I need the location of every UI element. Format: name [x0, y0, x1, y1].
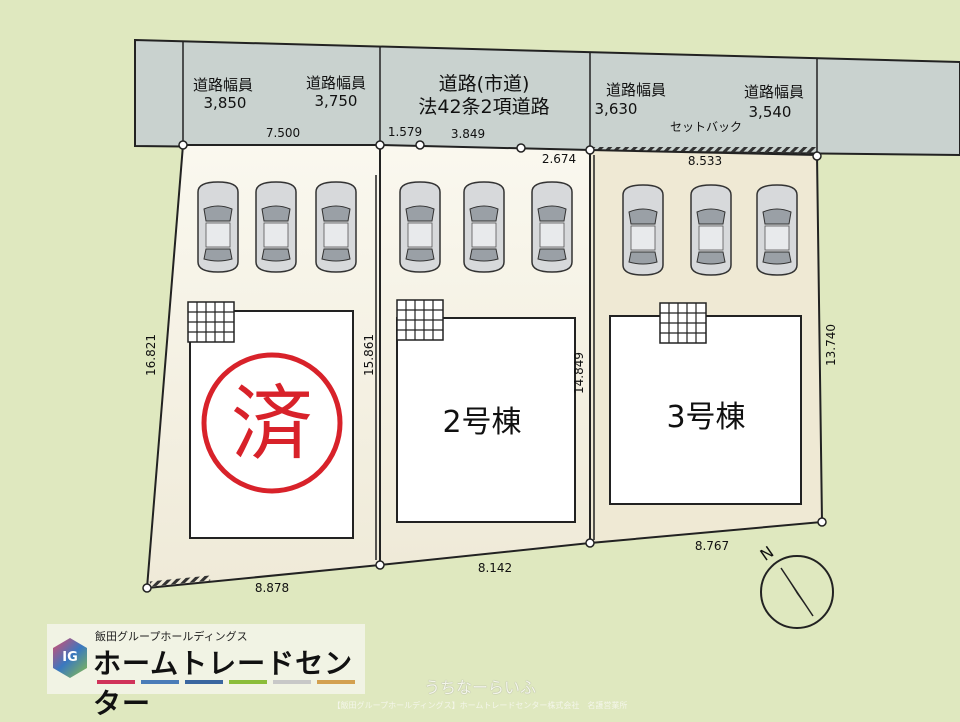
dimension: 8.142 — [478, 561, 512, 575]
road-width-value: 3,850 — [204, 94, 247, 112]
road-width-label: 道路幅員 — [606, 81, 666, 99]
logo-color-bars — [97, 680, 355, 684]
road-width-value: 3,540 — [749, 103, 792, 121]
dimension: 15.861 — [362, 334, 376, 376]
lot-2-label: 2号棟 — [442, 405, 521, 440]
road-width-value: 3,630 — [595, 100, 638, 118]
road-title: 道路(市道) — [439, 73, 530, 95]
dimension: 8.767 — [695, 539, 729, 553]
dimension: 7.500 — [266, 126, 300, 140]
dimension: 8.878 — [255, 581, 289, 595]
road-width-label: 道路幅員 — [193, 76, 253, 94]
road-width-label: 道路幅員 — [306, 74, 366, 92]
dimension: 1.579 — [388, 125, 422, 139]
setback-label: セットバック — [670, 120, 742, 134]
logo-company-name: ホームトレードセンター — [93, 647, 354, 720]
dimension: 16.821 — [144, 334, 158, 376]
footer-credit: 【飯田グループホールディングス】ホームトレードセンター株式会社 名護営業所 — [332, 701, 628, 710]
compass-label: N — [756, 542, 777, 564]
lot-3-label: 3号棟 — [666, 400, 745, 435]
dimension: 13.740 — [824, 324, 838, 366]
road — [134, 38, 960, 157]
house-2 — [396, 317, 576, 523]
house-1 — [189, 310, 354, 539]
sold-stamp-text: 済 — [231, 377, 313, 472]
road-width-value: 3,750 — [315, 92, 358, 110]
brand-watermark: うちなーらいふ — [424, 678, 537, 697]
dimension: 2.674 — [542, 152, 576, 166]
company-logo: IG 飯田グループホールディングス ホームトレードセンター — [47, 624, 365, 720]
dimension: 8.533 — [688, 154, 722, 168]
north-compass-icon: N — [756, 542, 834, 629]
setback-hatch — [590, 147, 817, 154]
logo-group-name: 飯田グループホールディングス — [95, 630, 248, 643]
logo-mark-icon: IG — [53, 638, 87, 678]
dimension: 3.849 — [451, 127, 485, 141]
sold-stamp — [201, 352, 343, 494]
road-subtitle: 法42条2項道路 — [418, 96, 549, 118]
parking-cars — [197, 181, 798, 276]
dimension: 14.849 — [572, 352, 586, 394]
boundary-markers — [142, 140, 827, 593]
road-width-label: 道路幅員 — [744, 83, 804, 101]
